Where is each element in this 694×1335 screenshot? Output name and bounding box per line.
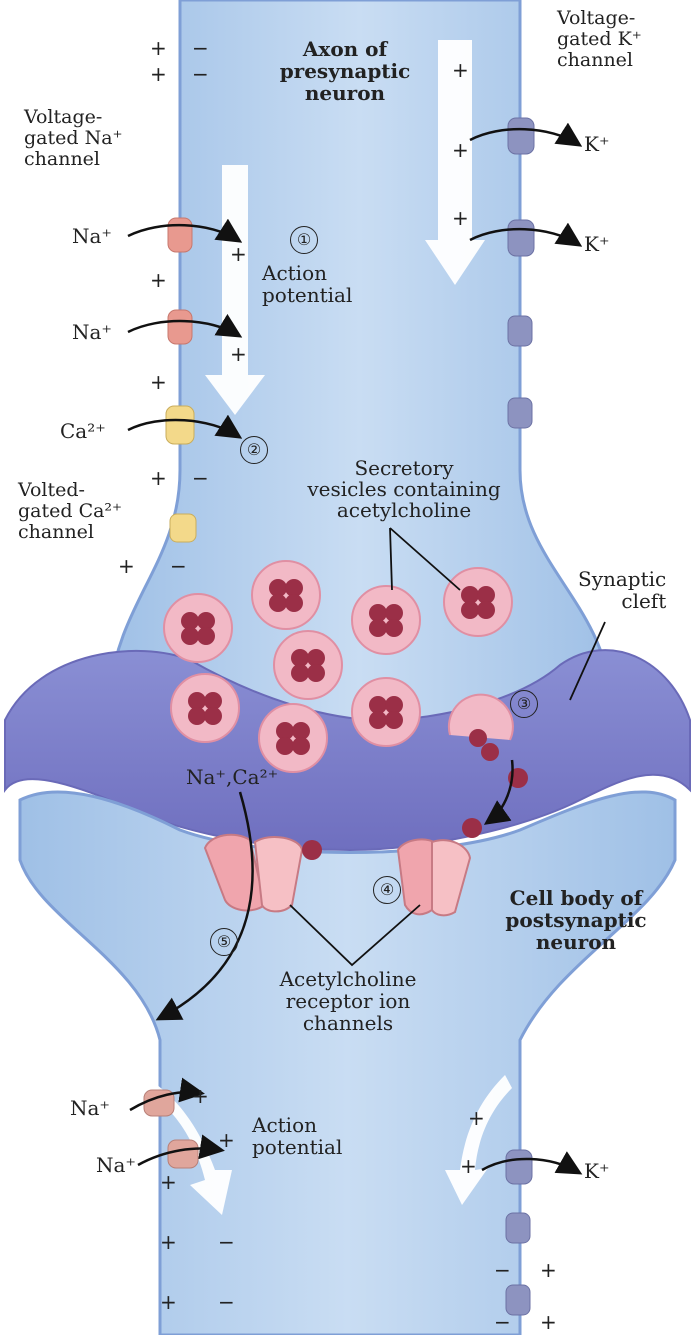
minus-sign: − (218, 1232, 235, 1252)
minus-sign: − (192, 38, 209, 58)
na-ion-label: Na⁺ (72, 225, 112, 247)
plus-sign: + (150, 372, 167, 392)
vesicle (274, 631, 342, 699)
synaptic-cleft-label: Synaptic cleft (578, 568, 666, 612)
vesicle (259, 704, 327, 772)
plus-sign: + (160, 1172, 177, 1192)
ca-channel-1 (166, 406, 194, 444)
plus-sign: + (118, 556, 135, 576)
k-channel-6 (506, 1213, 530, 1243)
k-channel-2 (508, 220, 534, 256)
na-channel-2 (168, 310, 192, 344)
minus-sign: − (170, 556, 187, 576)
na-ion-label: Na⁺ (96, 1154, 136, 1176)
ach-receptor-label: Acetylcholine receptor ion channels (268, 968, 428, 1034)
step-1-marker: ① (290, 226, 318, 254)
plus-sign: + (468, 1108, 485, 1128)
k-channel-4 (508, 398, 532, 428)
minus-sign: − (494, 1312, 511, 1332)
na-channel-4 (168, 1140, 198, 1168)
plus-sign: + (460, 1156, 477, 1176)
action-potential-label-2: Action potential (252, 1114, 342, 1158)
k-channel-5 (506, 1150, 532, 1184)
plus-sign: + (452, 208, 469, 228)
vesicle (252, 561, 320, 629)
postsynaptic-neuron (20, 792, 675, 1335)
vesicle (352, 586, 420, 654)
plus-sign: + (192, 1086, 209, 1106)
cell-body-label: Cell body of postsynaptic neuron (476, 887, 676, 953)
na-ion-label: Na⁺ (70, 1097, 110, 1119)
ach-molecule (462, 818, 482, 838)
plus-sign: + (540, 1312, 557, 1332)
plus-sign: + (160, 1232, 177, 1252)
vg-k-label: Voltage- gated K⁺ channel (557, 8, 642, 71)
minus-sign: − (192, 468, 209, 488)
plus-sign: + (540, 1260, 557, 1280)
secretory-label: Secretory vesicles containing acetylchol… (300, 458, 508, 521)
action-potential-label-1: Action potential (262, 262, 352, 306)
plus-sign: + (452, 140, 469, 160)
plus-sign: + (452, 60, 469, 80)
plus-sign: + (150, 64, 167, 84)
step-3-marker: ③ (510, 690, 538, 718)
na-channel-1 (168, 218, 192, 252)
vesicle (444, 568, 512, 636)
k-ion-label: K⁺ (584, 133, 610, 155)
k-ion-label: K⁺ (584, 233, 610, 255)
plus-sign: + (150, 270, 167, 290)
vesicle (164, 594, 232, 662)
na-ca-label: Na⁺,Ca²⁺ (186, 766, 278, 788)
minus-sign: − (494, 1260, 511, 1280)
k-ion-label: K⁺ (584, 1160, 610, 1182)
na-ion-label: Na⁺ (72, 321, 112, 343)
step-5-marker: ⑤ (210, 928, 238, 956)
plus-sign: + (150, 38, 167, 58)
minus-sign: − (218, 1292, 235, 1312)
plus-sign: + (150, 468, 167, 488)
step-2-marker: ② (240, 436, 268, 464)
minus-sign: − (192, 64, 209, 84)
vesicle (352, 678, 420, 746)
vesicle (171, 674, 239, 742)
ca-channel-2 (170, 514, 196, 542)
vg-na-label: Voltage- gated Na⁺ channel (24, 107, 123, 170)
ca-ion-label: Ca²⁺ (60, 420, 106, 442)
step-4-marker: ④ (373, 876, 401, 904)
plus-sign: + (160, 1292, 177, 1312)
plus-sign: + (230, 344, 247, 364)
plus-sign: + (230, 244, 247, 264)
k-channel-1 (508, 118, 534, 154)
vg-ca-label: Volted- gated Ca²⁺ channel (18, 480, 122, 543)
axon-title: Axon of presynaptic neuron (270, 38, 420, 104)
k-channel-3 (508, 316, 532, 346)
plus-sign: + (218, 1130, 235, 1150)
